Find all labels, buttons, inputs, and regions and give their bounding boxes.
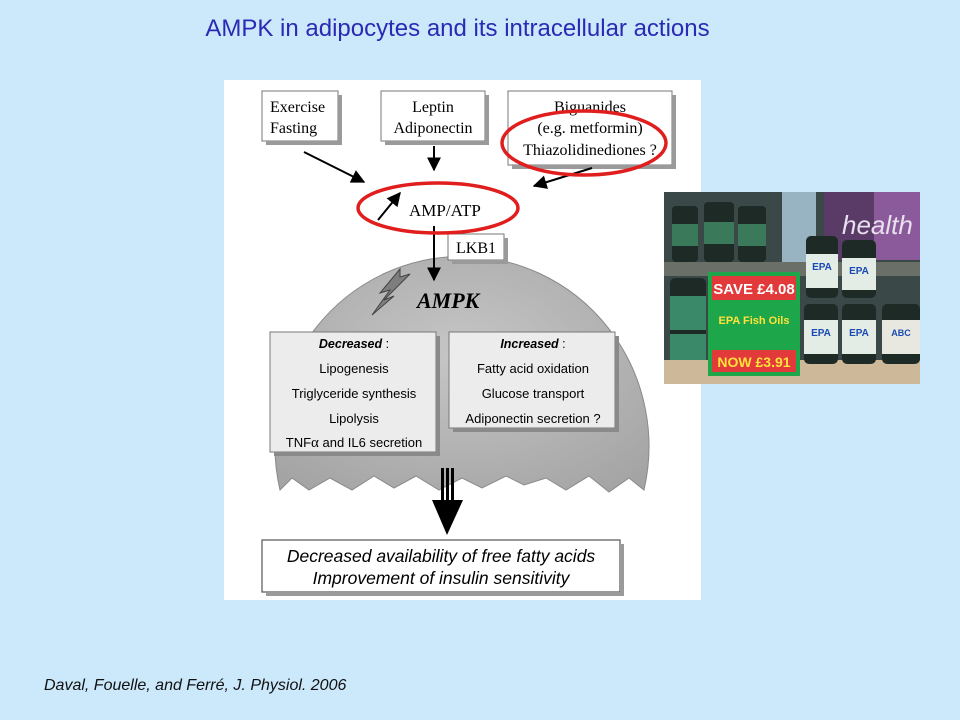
input-box-exercise: Exercise Fasting xyxy=(261,90,342,145)
magazine-text: health xyxy=(842,210,913,240)
decreased-item-triglyceride: Triglyceride synthesis xyxy=(292,386,417,401)
ampk-label: AMPK xyxy=(415,288,481,313)
decreased-item-lipolysis: Lipolysis xyxy=(329,411,379,426)
sign-product-text: EPA Fish Oils xyxy=(719,315,790,327)
svg-text:EPA: EPA xyxy=(812,262,832,273)
sign-now-text: NOW £3.91 xyxy=(717,354,790,370)
increased-heading: Increased : xyxy=(500,337,565,351)
epa-bottle-3: EPA xyxy=(804,304,838,364)
input-box-biguanides: Biguanides (e.g. metformin) Thiazolidine… xyxy=(507,90,676,169)
outcome-line-1: Decreased availability of free fatty aci… xyxy=(287,546,596,566)
input-biguanides-line-2: (e.g. metformin) xyxy=(537,120,642,137)
arrow-exercise xyxy=(303,151,366,183)
input-leptin-line-1: Leptin xyxy=(412,99,454,116)
svg-text:EPA: EPA xyxy=(849,266,869,277)
svg-text:EPA: EPA xyxy=(849,328,869,339)
input-biguanides-line-3: Thiazolidinediones ? xyxy=(523,142,657,159)
increased-box: Increased : Fatty acid oxidation Glucose… xyxy=(448,331,619,432)
arrow-biguanides xyxy=(532,167,593,189)
decreased-box: Decreased : Lipogenesis Triglyceride syn… xyxy=(269,331,440,456)
citation: Daval, Fouelle, and Ferré, J. Physiol. 2… xyxy=(44,677,347,694)
fish-oil-photo: health SAVE £4.08 EPA Fish Oils NOW £3.9… xyxy=(664,192,920,384)
up-arrow-icon xyxy=(377,191,401,221)
input-box-leptin: Leptin Adiponectin xyxy=(380,90,489,145)
decreased-heading: Decreased : xyxy=(319,337,389,351)
sign-save-text: SAVE £4.08 xyxy=(713,281,794,298)
diagram-panel: Exercise Fasting Leptin Adiponectin Bigu… xyxy=(224,80,701,600)
svg-text:ABC: ABC xyxy=(891,328,911,338)
outcome-arrow-icon xyxy=(432,468,463,535)
epa-bottle-4: EPA xyxy=(842,304,876,364)
svg-text:EPA: EPA xyxy=(811,328,831,339)
epa-bottle-1: EPA xyxy=(806,236,838,298)
energy-ratio-label: AMP/ATP xyxy=(409,201,481,220)
input-exercise-line-2: Fasting xyxy=(270,120,317,137)
kinase-label: LKB1 xyxy=(456,240,496,257)
decreased-item-tnf: TNFα and IL6 secretion xyxy=(286,435,423,451)
decreased-item-lipogenesis: Lipogenesis xyxy=(319,361,389,376)
ampk-diagram: Exercise Fasting Leptin Adiponectin Bigu… xyxy=(261,90,676,596)
price-sign: SAVE £4.08 EPA Fish Oils NOW £3.91 xyxy=(708,272,800,376)
epa-bottle-2: EPA xyxy=(842,240,876,298)
fish-oil-photo-drawing: health SAVE £4.08 EPA Fish Oils NOW £3.9… xyxy=(664,192,920,384)
input-leptin-line-2: Adiponectin xyxy=(393,120,472,137)
outcome-line-2: Improvement of insulin sensitivity xyxy=(313,568,571,588)
outcome-box: Decreased availability of free fatty aci… xyxy=(261,539,624,596)
input-exercise-line-1: Exercise xyxy=(270,99,325,116)
highlight-biguanides-ellipse xyxy=(500,109,668,177)
slide-title: AMPK in adipocytes and its intracellular… xyxy=(205,15,710,42)
increased-item-glucose: Glucose transport xyxy=(482,386,585,401)
abc-bottle: ABC xyxy=(882,304,920,364)
increased-item-fatty-acid: Fatty acid oxidation xyxy=(477,361,589,376)
lightning-bolt-icon xyxy=(371,267,411,316)
highlight-amp-atp-ellipse xyxy=(356,181,520,235)
increased-item-adiponectin: Adiponectin secretion ? xyxy=(465,411,600,426)
